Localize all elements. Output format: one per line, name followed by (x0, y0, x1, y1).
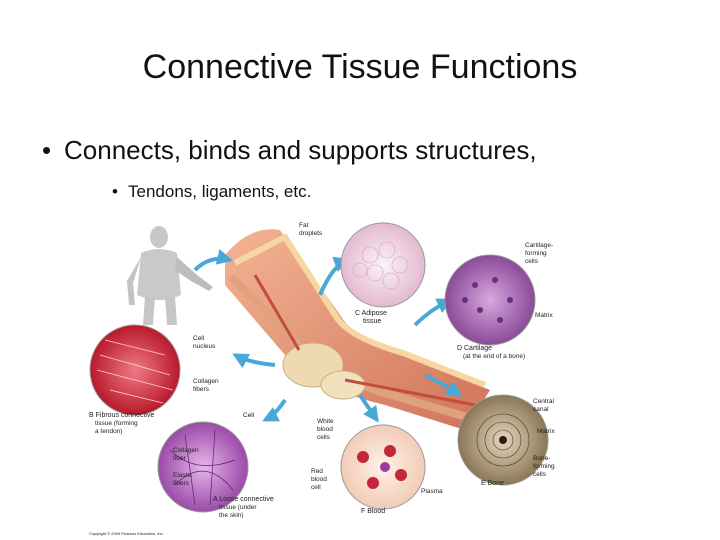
lbl-nucleus-1: Cell (193, 335, 205, 342)
svg-text:Collagen: Collagen (193, 378, 219, 385)
svg-text:cells: cells (317, 434, 331, 441)
fibrous-tissue-circle (89, 324, 181, 416)
lbl-canal-2: canal (533, 406, 549, 413)
lbl-bone: E Bone (481, 480, 504, 487)
svg-text:Bone-: Bone- (533, 455, 550, 462)
adipose-cells (352, 241, 409, 290)
svg-text:tissue: tissue (363, 318, 381, 325)
svg-text:Cartilage-: Cartilage- (525, 242, 553, 249)
bullet-sub: • Tendons, ligaments, etc. (112, 182, 311, 202)
svg-text:tissue (forming: tissue (forming (95, 420, 138, 427)
lbl-bonecells-2: forming (533, 463, 555, 470)
svg-text:Collagen: Collagen (173, 447, 199, 454)
bullet-main-text: Connects, binds and supports structures, (64, 135, 537, 165)
lbl-collfiber-2: fiber (173, 455, 186, 462)
slide-title: Connective Tissue Functions (142, 48, 578, 86)
svg-text:blood: blood (311, 476, 327, 483)
bone-central-canal (499, 436, 507, 444)
svg-text:Central: Central (533, 398, 555, 405)
lbl-fat-2: droplets (299, 230, 323, 237)
lbl-blood: F Blood (361, 508, 385, 515)
adipose-tissue-circle (340, 222, 426, 308)
lbl-cart-cells-1: Cartilage- (525, 242, 553, 249)
lbl-fibrous-2: tissue (forming (95, 420, 138, 427)
bullet-main: • Connects, binds and supports structures… (42, 135, 537, 166)
svg-text:D Cartilage: D Cartilage (457, 345, 492, 352)
svg-text:fibers: fibers (173, 480, 190, 487)
svg-text:C Adipose: C Adipose (355, 310, 387, 317)
svg-text:White: White (317, 418, 334, 425)
svg-text:the skin): the skin) (219, 512, 244, 519)
svg-text:cell: cell (311, 484, 321, 491)
lbl-nucleus-2: nucleus (193, 343, 216, 350)
svg-text:Red: Red (311, 468, 323, 475)
lbl-loose-3: the skin) (219, 512, 244, 519)
lbl-cart-cells-2: forming (525, 250, 547, 257)
lbl-elastic-2: fibers (173, 480, 190, 487)
human-figure-icon (127, 226, 213, 325)
lbl-cart-cells-3: cells (525, 258, 539, 265)
lbl-adipose-1: C Adipose (355, 310, 387, 317)
lbl-rbc-1: Red (311, 468, 323, 475)
bullet-dot-sub: • (112, 182, 118, 201)
svg-text:(at the end of a bone): (at the end of a bone) (463, 353, 525, 360)
svg-text:B Fibrous connective: B Fibrous connective (89, 412, 154, 419)
svg-text:droplets: droplets (299, 230, 323, 237)
lbl-wbc-2: blood (317, 426, 333, 433)
svg-text:fibers: fibers (193, 386, 210, 393)
lbl-fibrous-1: B Fibrous connective (89, 412, 154, 419)
lbl-rbc-3: cell (311, 484, 321, 491)
lbl-fibrous-3: a tendon) (95, 428, 122, 435)
fibrous-fibers (96, 339, 174, 404)
svg-text:a tendon): a tendon) (95, 428, 122, 435)
svg-text:canal: canal (533, 406, 549, 413)
svg-text:Cell: Cell (193, 335, 205, 342)
lbl-plasma: Plasma (421, 488, 443, 495)
lbl-bonecells-3: cells (533, 471, 547, 478)
svg-text:Fat: Fat (299, 222, 309, 229)
bullet-dot: • (42, 135, 52, 165)
bone-rings (476, 413, 530, 467)
svg-text:cells: cells (533, 471, 547, 478)
lbl-collagen-1: Collagen (193, 378, 219, 385)
svg-text:tissue (under: tissue (under (219, 504, 257, 511)
svg-text:cells: cells (525, 258, 539, 265)
svg-text:fiber: fiber (173, 455, 186, 462)
lbl-copyright: Copyright © 2009 Pearson Education, Inc. (89, 531, 164, 536)
loose-fibers (169, 429, 236, 506)
svg-text:forming: forming (533, 463, 555, 470)
lbl-wbc-1: White (317, 418, 334, 425)
svg-text:forming: forming (525, 250, 547, 257)
lbl-bonecells-1: Bone- (533, 455, 550, 462)
blood-cells (357, 445, 407, 489)
lbl-fat-1: Fat (299, 222, 309, 229)
lbl-matrix-bone: Matrix (537, 428, 555, 435)
lbl-collagen-2: fibers (193, 386, 210, 393)
svg-text:Elastic: Elastic (173, 472, 193, 479)
svg-text:nucleus: nucleus (193, 343, 216, 350)
lbl-loose-1: A Loose connective (213, 496, 274, 503)
lbl-cartilage-2: (at the end of a bone) (463, 353, 525, 360)
arm-illustration (225, 229, 490, 430)
lbl-collfiber-1: Collagen (173, 447, 199, 454)
lbl-rbc-2: blood (311, 476, 327, 483)
lbl-wbc-3: cells (317, 434, 331, 441)
lbl-matrix-top: Matrix (535, 312, 553, 319)
svg-text:blood: blood (317, 426, 333, 433)
svg-text:A Loose connective: A Loose connective (213, 496, 274, 503)
connective-tissue-figure: Fat droplets C Adipose tissue Cartilage-… (89, 222, 555, 536)
figure-labels: Fat droplets C Adipose tissue Cartilage-… (89, 222, 555, 536)
lbl-adipose-2: tissue (363, 318, 381, 325)
lbl-cartilage-1: D Cartilage (457, 345, 492, 352)
lbl-canal-1: Central (533, 398, 555, 405)
cartilage-cells (462, 277, 513, 323)
cartilage-circle (444, 254, 536, 346)
loose-tissue-circle (157, 421, 249, 513)
lbl-cell: Cell (243, 412, 255, 419)
bullet-sub-text: Tendons, ligaments, etc. (128, 182, 312, 201)
lbl-loose-2: tissue (under (219, 504, 257, 511)
lbl-elastic-1: Elastic (173, 472, 193, 479)
